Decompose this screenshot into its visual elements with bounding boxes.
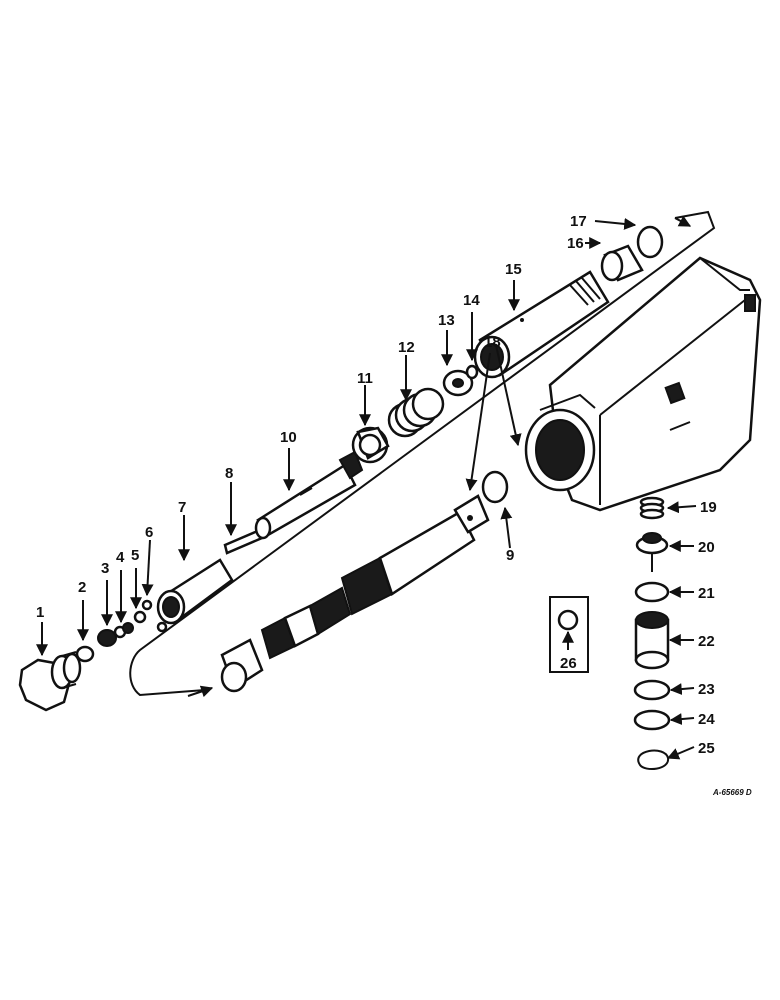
- callout-10: 10: [280, 429, 297, 446]
- callout-17: 17: [570, 213, 587, 230]
- part-1-plug: [18, 651, 82, 712]
- part-26-inset: [549, 596, 589, 673]
- callout-22: 22: [698, 633, 715, 650]
- valve-housing: [524, 256, 762, 512]
- callout-12: 12: [398, 339, 415, 356]
- callout-4: 4: [116, 549, 125, 566]
- callout-labels: 1 2 3 4 5 6 7 8 9 10 11 12 13 14 15 16 1…: [36, 213, 752, 797]
- callout-6: 6: [145, 524, 153, 541]
- part-11-bushing: [351, 426, 390, 464]
- callout-15: 15: [505, 261, 522, 278]
- callout-21: 21: [698, 585, 715, 602]
- small-parts-2-6: [75, 599, 168, 663]
- callout-25: 25: [698, 740, 715, 757]
- callout-20: 20: [698, 539, 715, 556]
- callout-3: 3: [101, 560, 109, 577]
- callout-26: 26: [560, 655, 577, 672]
- part-7-sleeve: [156, 558, 234, 625]
- part-18-valve-spool-assembly: [220, 494, 490, 693]
- part-17-ring: [636, 225, 664, 259]
- part-16-sleeve: [600, 244, 644, 282]
- callout-14: 14: [463, 292, 480, 309]
- callout-8: 8: [225, 465, 233, 482]
- callout-2: 2: [78, 579, 86, 596]
- callout-11: 11: [357, 370, 373, 387]
- part-12-spring: [387, 387, 445, 438]
- callout-19: 19: [700, 499, 717, 516]
- callout-24: 24: [698, 711, 715, 728]
- callout-13: 13: [438, 312, 455, 329]
- callout-18: 18: [484, 334, 501, 351]
- callout-1: 1: [36, 604, 44, 621]
- leader-lines: [36, 217, 697, 760]
- callout-9: 9: [506, 547, 514, 564]
- part-14-ring: [465, 364, 479, 380]
- part-13-washer: [442, 369, 474, 397]
- exploded-guide-tube: [129, 210, 716, 698]
- callout-16: 16: [567, 235, 584, 252]
- callout-23: 23: [698, 681, 715, 698]
- drawing-reference-number: A-65669 D: [712, 788, 752, 797]
- callout-5: 5: [131, 547, 139, 564]
- part-10-spool: [254, 450, 364, 540]
- relief-valve-stack: [633, 496, 671, 771]
- part-9-o-ring: [481, 470, 509, 504]
- callout-7: 7: [178, 499, 186, 516]
